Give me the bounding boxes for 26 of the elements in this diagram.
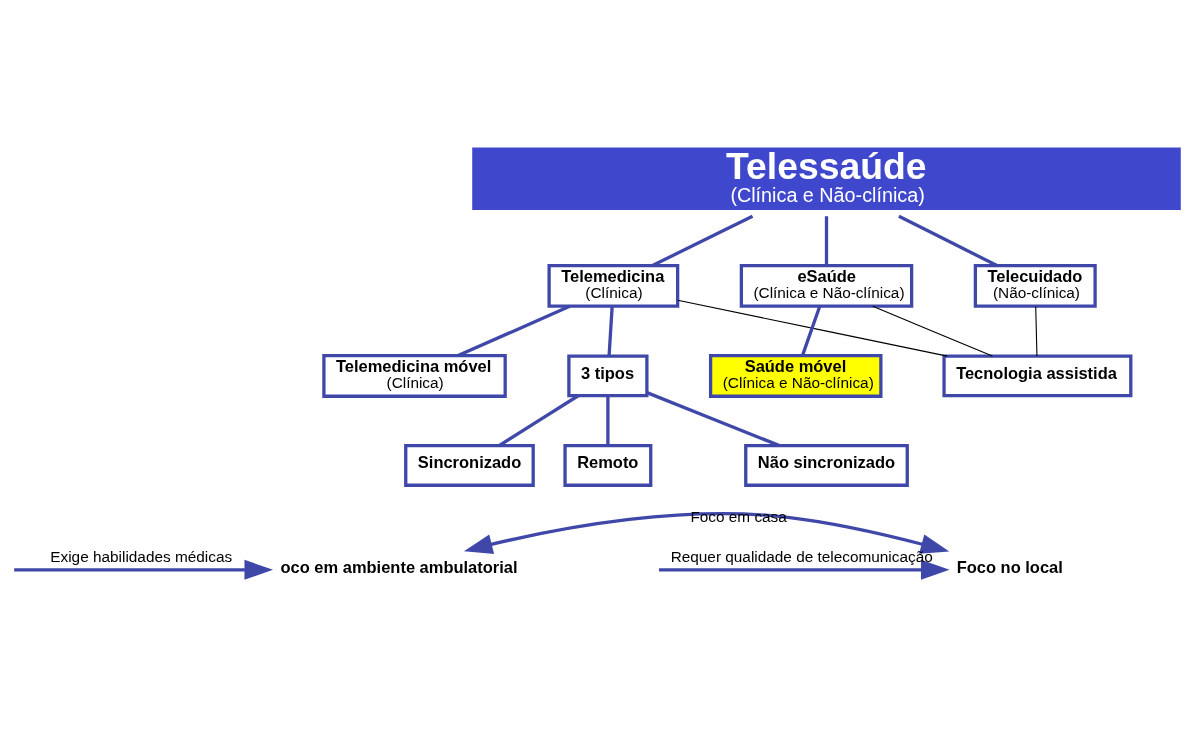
connector <box>606 396 610 446</box>
node-box: Sincronizado <box>404 444 535 487</box>
node-box: eSaúde (Clínica e Não-clínica) <box>739 263 914 308</box>
connector <box>824 216 829 266</box>
connector <box>872 305 993 357</box>
connector <box>1035 305 1038 357</box>
connector <box>898 214 998 267</box>
node-box: Tecnologia assistida <box>942 354 1133 398</box>
connector <box>677 299 948 357</box>
arrow <box>463 512 950 554</box>
node-text: Foco no local <box>956 557 1063 576</box>
node-box: Não sincronizado <box>744 444 909 487</box>
connector <box>651 214 754 267</box>
connector <box>607 306 614 357</box>
node-box: Telecuidado (Não-clínica) <box>973 263 1097 308</box>
node-box: Remoto <box>563 444 653 487</box>
node-box: 3 tipos <box>567 354 649 398</box>
edge-label: Exige habilidades médicas <box>50 548 233 566</box>
node-box: Saúde móvel (Clínica e Não-clínica) <box>708 353 883 398</box>
edge-label: Requer qualidade de telecomunicação <box>670 548 933 566</box>
arrow <box>14 559 274 580</box>
node-box: Telemedicina (Clínica) <box>547 263 680 308</box>
node-text: oco em ambiente ambulatorial <box>280 557 518 576</box>
connector <box>801 305 822 356</box>
arrow <box>659 559 950 580</box>
node-box: Telemedicina móvel (Clínica) <box>322 353 507 398</box>
